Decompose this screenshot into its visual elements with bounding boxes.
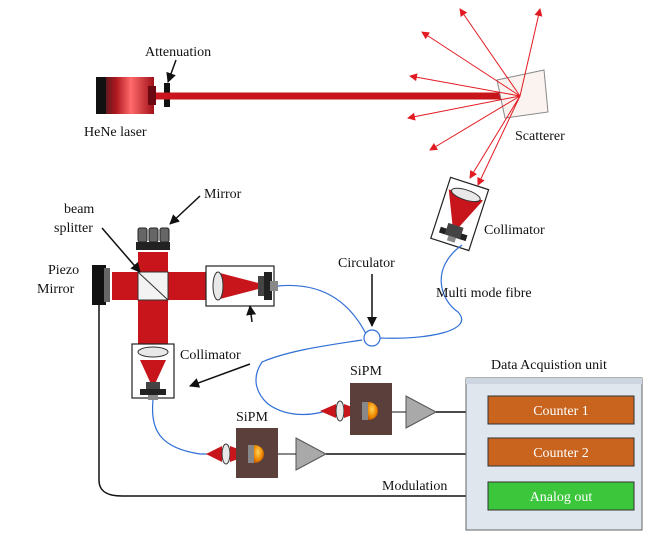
- piezo-mirror-label: Mirror: [37, 282, 75, 297]
- collimator-bottom-left: [131, 343, 175, 400]
- scattered-rays: [407, 8, 543, 186]
- sipm-a: [320, 383, 392, 435]
- counter-2-label: Counter 2: [533, 446, 589, 461]
- amplifier-a: [405, 395, 438, 429]
- collimator-left-label: Collimator: [180, 348, 241, 363]
- collimator-right: [205, 265, 278, 307]
- attenuation-label: Attenuation: [145, 45, 211, 60]
- amplifier-b: [295, 437, 328, 471]
- optical-fibres: [151, 244, 463, 455]
- sipm-b: [206, 428, 278, 478]
- beam-label: beam: [64, 202, 94, 217]
- laser-label: HeNe laser: [84, 125, 147, 140]
- counter-1-label: Counter 1: [533, 404, 589, 419]
- daq-unit: Counter 1 Counter 2 Analog out: [465, 377, 643, 531]
- modulation-label: Modulation: [382, 479, 447, 494]
- splitter-label: splitter: [54, 221, 93, 236]
- fibre-label: Multi mode fibre: [436, 286, 532, 301]
- daq-title: Data Acquistion unit: [491, 358, 607, 373]
- scatterer-label: Scatterer: [515, 129, 565, 144]
- analog-out-label: Analog out: [530, 490, 593, 505]
- sipm-b-label: SiPM: [236, 410, 268, 425]
- mirror-top: [136, 227, 170, 250]
- piezo-label: Piezo: [48, 263, 79, 278]
- collimator-top-label: Collimator: [484, 223, 545, 238]
- analog-out-box: [487, 481, 635, 511]
- sipm-a-label: SiPM: [350, 364, 382, 379]
- modulation-line: [98, 305, 488, 497]
- counter-1-box: [487, 395, 635, 425]
- scatterer: [496, 69, 549, 119]
- hene-laser: [96, 77, 156, 114]
- collimator-top: [430, 176, 490, 252]
- label-arrows: [101, 59, 377, 388]
- piezo-mirror: [92, 265, 110, 305]
- counter-2-box: [487, 437, 635, 467]
- mirror-label: Mirror: [204, 187, 242, 202]
- circulator: [363, 329, 381, 347]
- circulator-label: Circulator: [338, 256, 395, 271]
